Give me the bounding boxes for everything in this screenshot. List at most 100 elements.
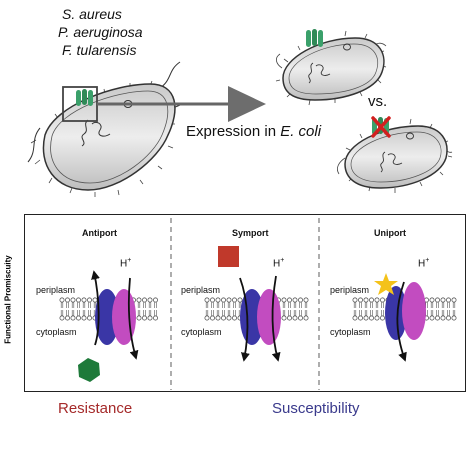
lipid-head [59, 297, 65, 303]
lipid-tail [282, 310, 286, 316]
lipid-tail [304, 302, 308, 308]
lipid-head [352, 297, 358, 303]
title-symport: Symport [232, 228, 269, 238]
lipid-head [215, 297, 221, 303]
lipid-head [92, 297, 98, 303]
lipid-head [136, 297, 142, 303]
lipid-head [70, 315, 76, 321]
lipid-head [287, 297, 292, 303]
lipid-head [76, 315, 81, 321]
lipid-head [81, 297, 87, 303]
lipid-tail [375, 302, 379, 308]
periplasm-label-antiport: periplasm [36, 285, 76, 295]
lipid-tail [441, 310, 445, 316]
cell-inner-membrane [50, 90, 169, 184]
lipid-tail [359, 310, 362, 316]
species-3: F. tularensis [62, 42, 137, 58]
lipid-tail [233, 310, 236, 316]
lipid-head [153, 297, 158, 303]
lipid-tail [211, 310, 214, 316]
lipid-head [204, 315, 210, 321]
lipid-head [87, 315, 92, 321]
lipid-tail [288, 310, 291, 316]
lipid-tail [154, 302, 157, 308]
expression-host: E. coli [280, 123, 322, 140]
lipid-head [59, 315, 65, 321]
symport-transporter [218, 246, 281, 362]
lipid-head [298, 297, 303, 303]
lipid-head [363, 297, 369, 303]
lipid-tail [205, 302, 209, 308]
lipid-tail [227, 310, 231, 316]
lipid-tail [452, 302, 456, 308]
y-axis-label: Functional Promiscuity [3, 255, 13, 344]
lipid-tail [370, 302, 373, 308]
lipid-head [451, 297, 457, 303]
lipid-tail [216, 302, 220, 308]
hplus-symport: H+ [273, 257, 285, 270]
lipid-head [369, 315, 374, 321]
uniport-transporter [374, 273, 426, 362]
lipid-head [215, 315, 221, 321]
expression-label: Expression in E. coli [186, 123, 321, 140]
lipid-head [70, 297, 76, 303]
lipid-head [87, 297, 92, 303]
lipid-head [204, 297, 210, 303]
lipid-head [76, 297, 81, 303]
lipid-head [435, 315, 440, 321]
lipid-tail [227, 302, 231, 308]
lipid-head [440, 297, 446, 303]
periplasm-label-symport: periplasm [181, 285, 221, 295]
lipid-tail [304, 310, 308, 316]
lipid-tail [288, 302, 291, 308]
lipid-tail [77, 302, 80, 308]
hplus-uniport: H+ [418, 257, 430, 270]
lipid-tail [293, 310, 297, 316]
lipid-tail [359, 302, 362, 308]
lipid-tail [143, 302, 146, 308]
cytoplasm-label-symport: cytoplasm [181, 327, 222, 337]
lipid-tail [353, 310, 357, 316]
lipid-tail [137, 302, 141, 308]
lipid-head [81, 315, 87, 321]
red-square-substrate [218, 246, 239, 267]
hplus-antiport: H+ [120, 257, 132, 270]
cytoplasm-label-antiport: cytoplasm [36, 327, 77, 337]
lipid-head [147, 315, 153, 321]
lipid-head [281, 315, 287, 321]
lipid-head [303, 297, 309, 303]
lipid-tail [364, 302, 368, 308]
lipid-tail [430, 310, 434, 316]
vs-label: vs. [368, 93, 388, 110]
lipid-tail [441, 302, 445, 308]
lipid-tail [88, 302, 91, 308]
lipid-head [147, 297, 153, 303]
lipid-tail [66, 310, 69, 316]
lipid-tail [148, 310, 152, 316]
lipid-head [298, 315, 303, 321]
lipid-head [358, 297, 363, 303]
lipid-head [232, 297, 237, 303]
lipid-tail [299, 310, 302, 316]
lipid-head [363, 315, 369, 321]
lipid-head [65, 297, 70, 303]
lipid-tail [293, 302, 297, 308]
lipid-tail [216, 310, 220, 316]
lipid-head [446, 297, 451, 303]
lipid-head [380, 297, 385, 303]
lipid-tail [77, 310, 80, 316]
pump-top [306, 29, 323, 47]
lipid-tail [154, 310, 157, 316]
lipid-head [226, 297, 232, 303]
ecoli-bottom [337, 116, 453, 193]
lipid-tail [222, 310, 225, 316]
inhibition-x-icon [371, 116, 391, 138]
lipid-head [287, 315, 292, 321]
ecoli-top [275, 29, 387, 106]
yellow-star-substrate [374, 273, 398, 295]
lipid-tail [364, 310, 368, 316]
lipid-head [451, 315, 457, 321]
lipid-tail [60, 310, 64, 316]
lipid-tail [381, 310, 384, 316]
